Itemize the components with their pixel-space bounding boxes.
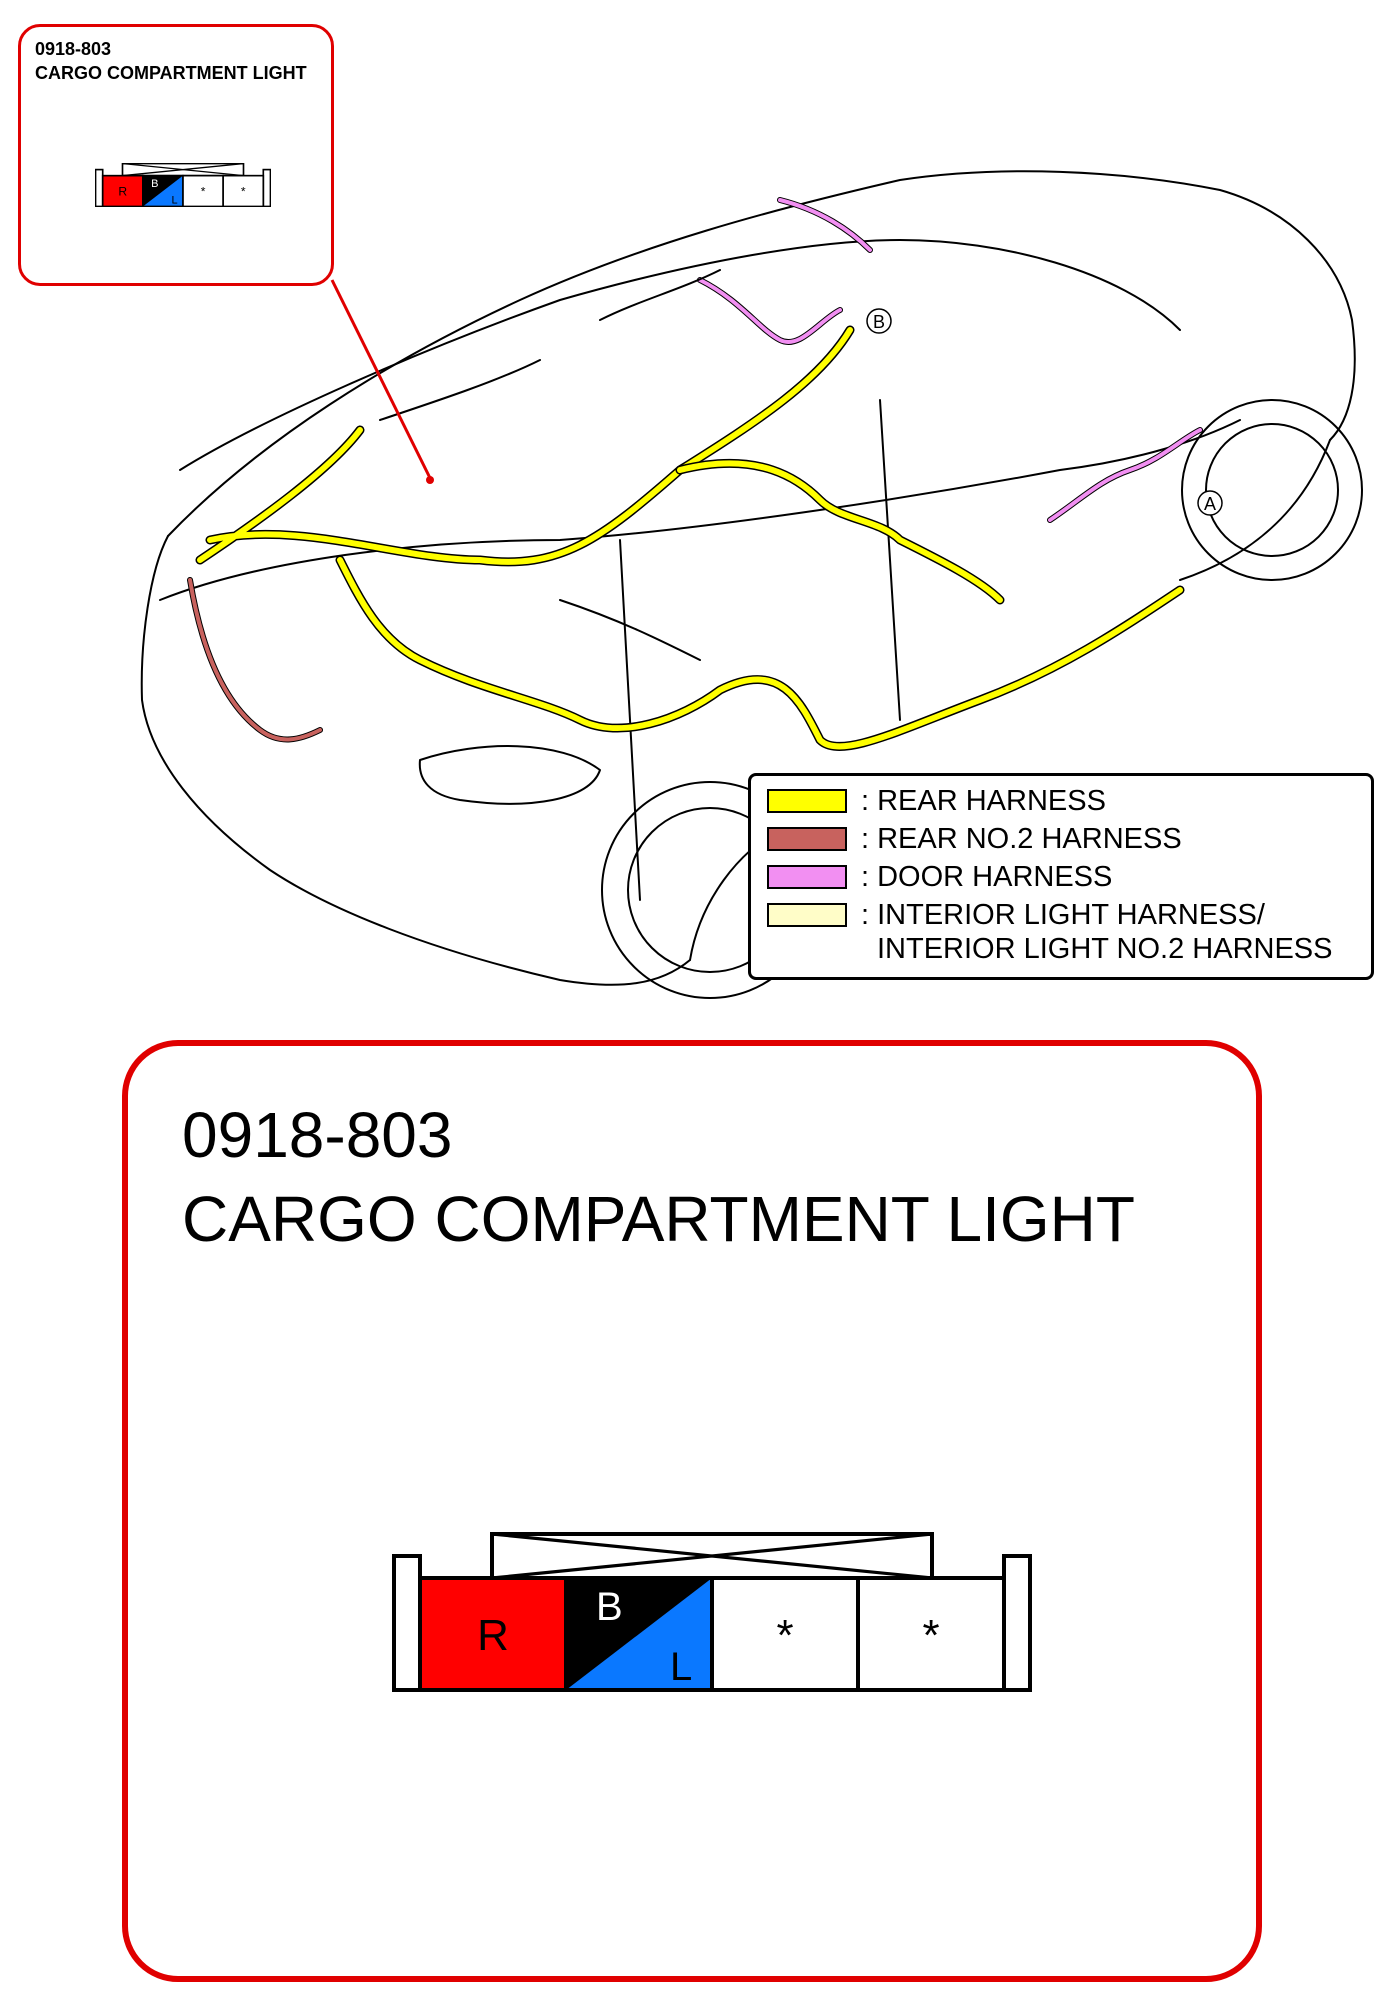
connector-callout-small: 0918-803 CARGO COMPARTMENT LIGHT R B L * * — [18, 24, 334, 286]
connector-pin-4 — [856, 1576, 1006, 1692]
legend-label: : REAR HARNESS — [861, 784, 1106, 817]
rear-harness-wire — [197, 327, 853, 565]
connector-pin-3 — [710, 1576, 860, 1692]
car-window-line — [179, 239, 1181, 471]
connector-ear-left — [95, 168, 104, 207]
pin-label: * — [241, 184, 246, 198]
connector-ear-right — [1002, 1554, 1032, 1692]
pin-label: * — [922, 1611, 939, 1660]
door-harness-wire — [698, 278, 842, 344]
pin-label: L — [670, 1645, 692, 1689]
legend-swatch — [767, 827, 847, 851]
pin-label: * — [776, 1611, 793, 1660]
car-tail-light — [418, 745, 601, 805]
legend-label: : REAR NO.2 HARNESS — [861, 822, 1182, 855]
harness-legend: : REAR HARNESS : REAR NO.2 HARNESS : DOO… — [748, 773, 1374, 980]
legend-swatch — [767, 865, 847, 889]
legend-item-rear-no2-harness: : REAR NO.2 HARNESS — [767, 822, 1182, 856]
connector-pin-3 — [182, 174, 224, 207]
marker-b-label: B — [873, 312, 885, 332]
legend-label-continuation: INTERIOR LIGHT NO.2 HARNESS — [877, 933, 1333, 965]
rear-no2-harness-wire — [188, 578, 322, 742]
connector-ear-right — [262, 168, 271, 207]
legend-item-door-harness: : DOOR HARNESS — [767, 860, 1112, 894]
connector-face: R B L * * — [392, 1532, 1032, 1692]
connector-pin-4 — [222, 174, 265, 207]
legend-item-interior-light-harness: : INTERIOR LIGHT HARNESS/ — [767, 898, 1265, 932]
pin-label: * — [201, 184, 206, 198]
marker-a-label: A — [1204, 494, 1216, 514]
marker-a-circle — [1197, 490, 1223, 516]
pin-label: B — [596, 1585, 623, 1629]
pin-label: B — [151, 178, 158, 190]
legend-label: : INTERIOR LIGHT HARNESS/ — [861, 898, 1265, 931]
car-rear-outline — [140, 535, 691, 986]
connector-code: 0918-803 — [182, 1099, 453, 1171]
car-door-line — [619, 399, 901, 901]
legend-label: : DOOR HARNESS — [861, 860, 1113, 893]
connector-callout-large: 0918-803 CARGO COMPARTMENT LIGHT R B L * * — [122, 1040, 1262, 1982]
legend-swatch — [767, 903, 847, 927]
connector-face-small: R B L * * — [95, 163, 271, 207]
rear-harness-wire-lower — [337, 557, 1183, 750]
callout-leader-line — [330, 279, 432, 479]
connector-ear-left — [392, 1554, 422, 1692]
interior-wire — [379, 269, 721, 661]
legend-item-rear-harness: : REAR HARNESS — [767, 784, 1106, 818]
pin-label: R — [477, 1611, 509, 1660]
marker-b-circle — [866, 308, 892, 334]
car-roof-outline — [167, 170, 1356, 537]
pin-label: L — [171, 195, 177, 207]
connector-name-small: CARGO COMPARTMENT LIGHT — [35, 63, 307, 83]
connector-name: CARGO COMPARTMENT LIGHT — [182, 1183, 1135, 1255]
vehicle-harness-diagram: B A — [140, 170, 1363, 999]
connector-pin-1 — [101, 174, 144, 207]
pin-label: R — [118, 184, 127, 198]
legend-swatch — [767, 789, 847, 813]
front-wheel — [1181, 399, 1363, 581]
connector-code-small: 0918-803 — [35, 39, 112, 59]
car-beltline — [159, 419, 1241, 601]
